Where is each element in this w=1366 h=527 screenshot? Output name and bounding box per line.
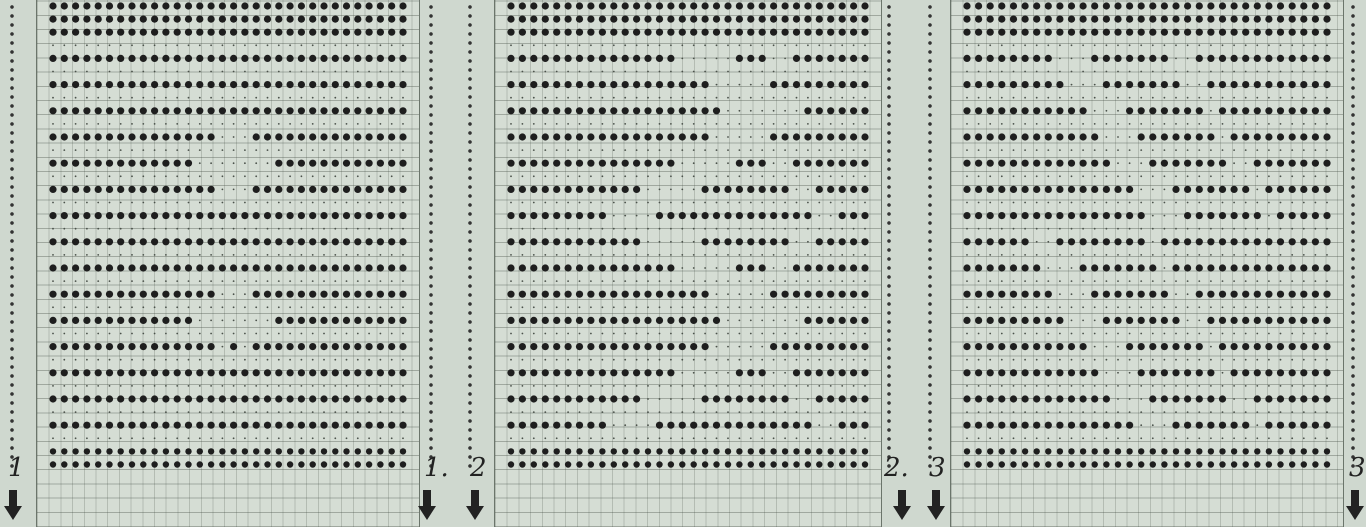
card-3-punch-pattern bbox=[951, 0, 1343, 527]
punch-card-2 bbox=[494, 0, 882, 527]
sprocket-holes-right-2 bbox=[886, 4, 892, 472]
card-2-left-number: 2 bbox=[470, 455, 487, 481]
sprocket-holes-left-1 bbox=[9, 4, 15, 472]
down-arrow-icon bbox=[927, 490, 945, 520]
down-arrow-icon bbox=[466, 490, 484, 520]
sprocket-holes-right-3 bbox=[1350, 4, 1356, 472]
punch-card-1 bbox=[36, 0, 420, 527]
card-3-left-number: 3 bbox=[929, 455, 946, 481]
sprocket-holes-left-2 bbox=[467, 4, 473, 472]
sprocket-holes-right-1 bbox=[428, 4, 434, 472]
card-1-punch-pattern bbox=[37, 0, 419, 527]
sprocket-holes-left-3 bbox=[927, 4, 933, 472]
down-arrow-icon bbox=[418, 490, 436, 520]
card-1-right-number: 1. bbox=[424, 455, 449, 481]
punch-card-3 bbox=[950, 0, 1344, 527]
down-arrow-icon bbox=[1346, 490, 1364, 520]
down-arrow-icon bbox=[893, 490, 911, 520]
card-2-punch-pattern bbox=[495, 0, 881, 527]
down-arrow-icon bbox=[4, 490, 22, 520]
card-3-right-number: 3 bbox=[1349, 455, 1366, 481]
card-1-left-number: 1 bbox=[8, 455, 25, 481]
card-2-right-number: 2. bbox=[884, 455, 909, 481]
